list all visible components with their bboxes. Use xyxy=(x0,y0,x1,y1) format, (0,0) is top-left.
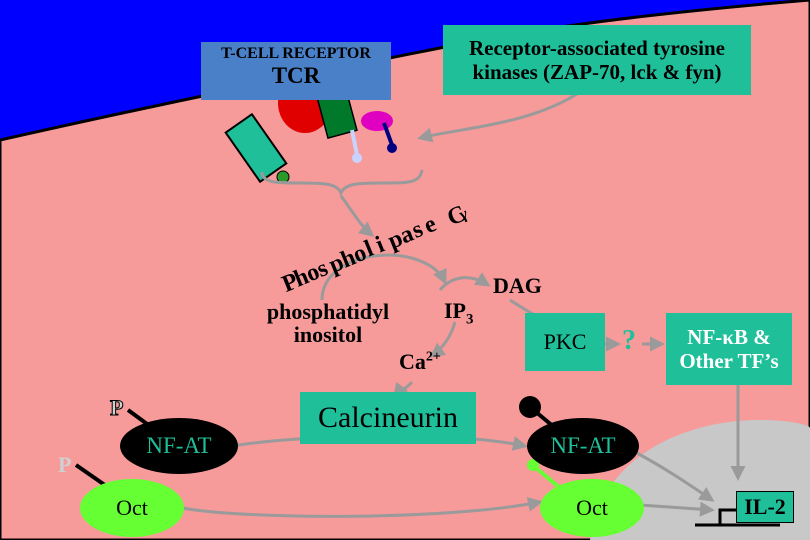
phosphate-label-left: P xyxy=(58,452,72,477)
phosphatidyl-inositol-label: phosphatidyl inositol xyxy=(266,299,390,348)
oct-left-label: Oct xyxy=(116,495,148,520)
oct-right-oval: Oct xyxy=(540,479,644,537)
nfat-right-oval: NF-AT xyxy=(527,418,639,474)
kinases-box: Receptor-associated tyrosine kinases (ZA… xyxy=(443,25,751,95)
calcineurin-label: Calcineurin xyxy=(318,401,458,434)
kinases-label: Receptor-associated tyrosine kinases (ZA… xyxy=(468,35,726,84)
dag-label: DAG xyxy=(493,273,542,298)
ip3-label: IP3 xyxy=(444,299,474,328)
ip3-sub: 3 xyxy=(466,311,474,328)
arrow-oct-translocation xyxy=(181,496,543,518)
pkc-label: PKC xyxy=(543,329,587,354)
oct-stalk-right xyxy=(534,466,562,490)
il2-label: IL-2 xyxy=(744,494,786,519)
nfat-left-label: NF-AT xyxy=(146,433,212,458)
oct-knob-right xyxy=(527,459,539,471)
calcium-base: Ca xyxy=(399,349,426,374)
oct-right-label: Oct xyxy=(576,495,608,520)
oct-left-oval: Oct xyxy=(80,479,184,537)
nfkb-box: NF-κB & Other TF’s xyxy=(666,313,792,385)
question-mark: ? xyxy=(622,325,636,356)
phosphate-label-top: P xyxy=(109,395,124,420)
nfkb-label: NF-κB & Other TF’s xyxy=(679,324,779,373)
arrow-kinases-to-receptor xyxy=(417,90,581,143)
tcr-label: TCR xyxy=(271,63,321,88)
arrow-oct-to-il2 xyxy=(639,501,715,517)
nfat-right-label: NF-AT xyxy=(550,433,616,458)
arrow-pi-split xyxy=(320,253,447,301)
arrow-nfat-to-il2 xyxy=(634,450,715,502)
arrow-receptor-to-plc xyxy=(339,195,375,237)
il2-box: IL-2 xyxy=(736,491,794,523)
arrow-to-dag xyxy=(438,272,491,292)
t-cell-receptor-label-box: T-CELL RECEPTOR TCR xyxy=(201,42,391,100)
calcium-label: Ca2+ xyxy=(399,350,441,373)
ip3-base: IP xyxy=(444,298,466,323)
calcineurin-box: Calcineurin xyxy=(300,392,476,444)
receptor-bracket xyxy=(260,169,424,198)
calcium-sup: 2+ xyxy=(425,349,441,365)
pkc-box: PKC xyxy=(525,313,605,371)
arrow-ip3-to-ca xyxy=(429,321,457,358)
nfat-left-oval: NF-AT xyxy=(120,418,238,474)
t-cell-receptor-label: T-CELL RECEPTOR xyxy=(221,45,371,62)
